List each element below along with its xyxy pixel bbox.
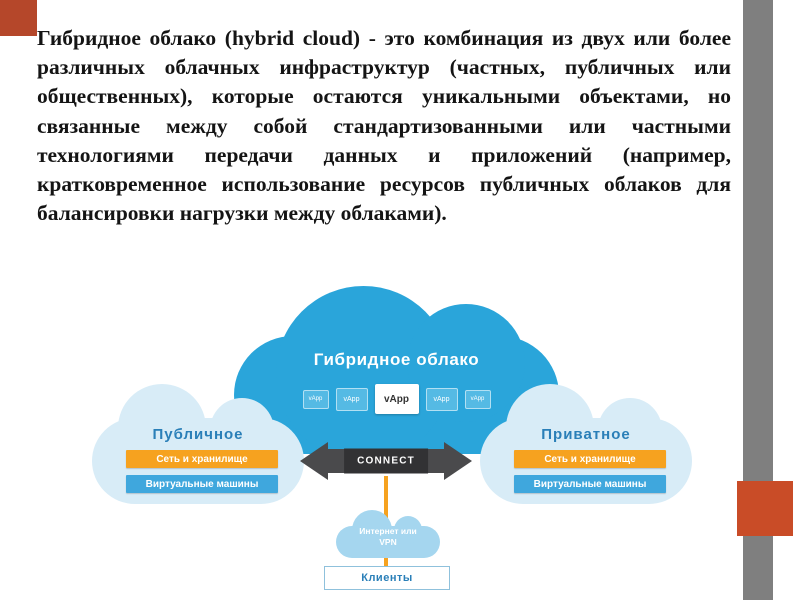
accent-square-right [737, 481, 793, 536]
vapp-box: vApp [464, 389, 491, 409]
private-cloud-title: Приватное [541, 426, 631, 443]
hybrid-cloud-title: Гибридное облако [313, 350, 480, 369]
public-cloud-title: Публичное [152, 426, 244, 443]
connect-arrow: CONNECT [300, 442, 472, 480]
vapp-box: vApp [302, 389, 329, 409]
hybrid-cloud-diagram: Гибридное облако vApp vApp vApp vApp vAp… [86, 286, 698, 596]
accent-square-top-left [0, 0, 37, 36]
internet-vpn-label: Интернет или VPN [359, 526, 417, 548]
vapp-box: vApp [335, 387, 368, 411]
private-network-storage-bar: Сеть и хранилище [514, 450, 666, 468]
arrow-left-head-icon [300, 442, 328, 480]
internet-vpn-cloud-shape [336, 510, 440, 558]
vapp-box-main: vApp [374, 384, 419, 414]
clients-box: Клиенты [324, 566, 450, 590]
vapp-box: vApp [425, 387, 458, 411]
public-virtual-machines-bar: Виртуальные машины [126, 475, 278, 493]
public-cloud: Публичное Сеть и хранилище Виртуальные м… [92, 384, 304, 504]
arrow-right-head-icon [444, 442, 472, 480]
private-virtual-machines-bar: Виртуальные машины [514, 475, 666, 493]
connect-label: CONNECT [344, 448, 428, 474]
internet-vpn-cloud: Интернет или VPN [336, 510, 440, 558]
vapp-row: vApp vApp vApp vApp vApp [234, 384, 559, 414]
definition-paragraph: Гибридное облако (hybrid cloud) - это ко… [37, 26, 731, 226]
private-cloud: Приватное Сеть и хранилище Виртуальные м… [480, 384, 692, 504]
public-network-storage-bar: Сеть и хранилище [126, 450, 278, 468]
